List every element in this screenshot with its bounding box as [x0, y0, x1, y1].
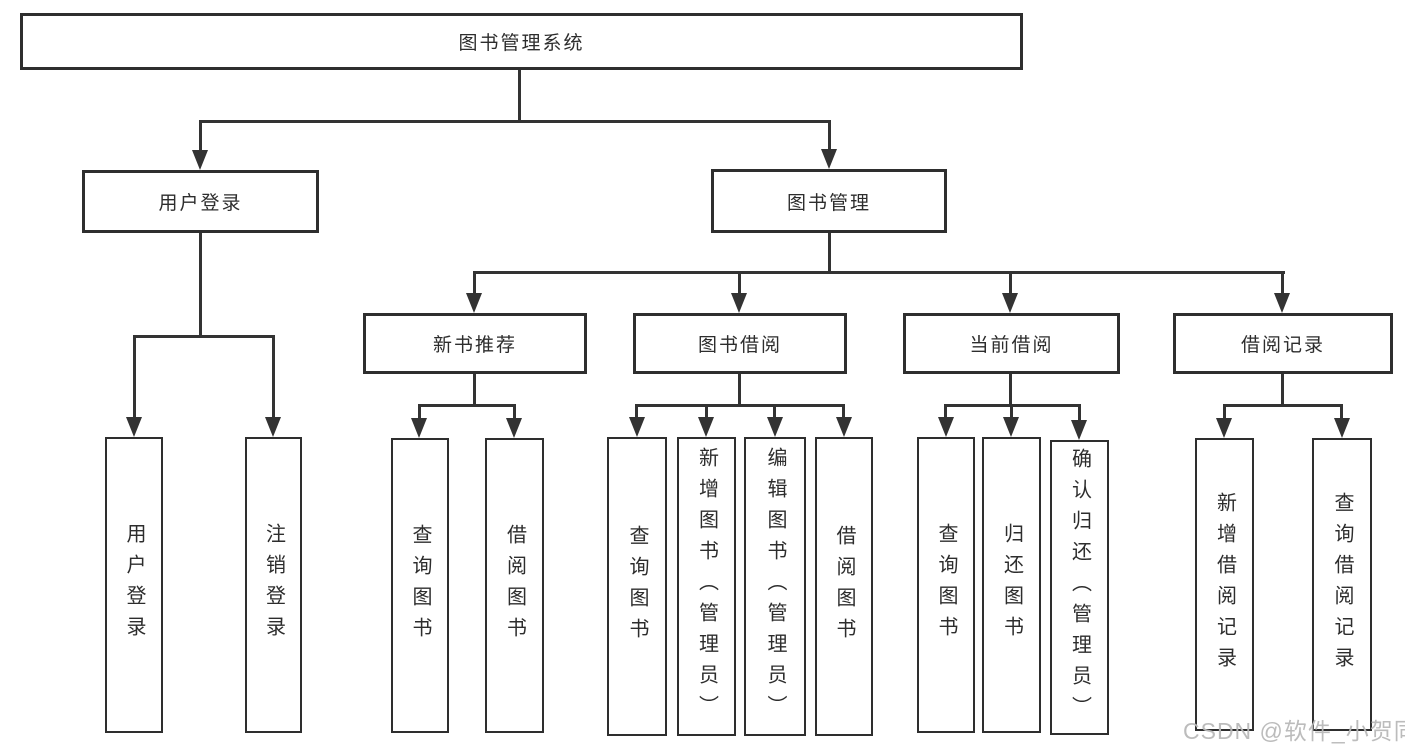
connector-drop-new-book — [473, 271, 476, 295]
node-current-borrow-label: 当前借阅 — [969, 335, 1054, 356]
connector-drop-book-borrow — [738, 271, 741, 295]
arrowhead-borrow1-icon — [506, 418, 522, 438]
leaf-user-login-label: 用户登录 — [123, 523, 145, 647]
leaf-borrow-book-2: 借阅图书 — [815, 437, 873, 736]
connector-drop-borrow-record — [1281, 271, 1284, 295]
connector-drop-leaf-login — [133, 335, 136, 419]
arrowhead-borrow2-icon — [836, 417, 852, 437]
node-new-book: 新书推荐 — [363, 313, 587, 374]
node-root: 图书管理系统 — [20, 13, 1023, 70]
connector-drop-confirm-return — [1078, 404, 1081, 421]
arrowhead-confirm-return-icon — [1071, 420, 1087, 440]
connector-book-borrow-rail — [635, 404, 845, 407]
leaf-query-book-1: 查询图书 — [391, 438, 449, 733]
arrowhead-current-borrow-icon — [1002, 293, 1018, 313]
node-user-login-label: 用户登录 — [158, 193, 243, 214]
node-user-login: 用户登录 — [82, 170, 319, 233]
arrowhead-borrow-record-icon — [1274, 293, 1290, 313]
leaf-borrow-book-1: 借阅图书 — [485, 438, 544, 733]
leaf-edit-book: 编辑图书（管理员） — [744, 437, 806, 736]
connector-borrow-record-rail — [1223, 404, 1343, 407]
leaf-logout: 注销登录 — [245, 437, 302, 733]
connector-drop-query1 — [418, 404, 421, 420]
connector-new-book-stem — [473, 374, 476, 406]
arrowhead-leaf-login-icon — [126, 417, 142, 437]
leaf-add-record-label: 新增借阅记录 — [1213, 491, 1236, 678]
leaf-user-login: 用户登录 — [105, 437, 163, 733]
arrowhead-query2-icon — [629, 417, 645, 437]
node-borrow-record: 借阅记录 — [1173, 313, 1393, 374]
connector-drop-borrow2 — [842, 404, 845, 419]
leaf-add-book-label: 新增图书（管理员） — [695, 447, 718, 726]
node-book-mgmt: 图书管理 — [711, 169, 947, 233]
leaf-query-book-2-label: 查询图书 — [626, 524, 648, 649]
leaf-return-book-label: 归还图书 — [1000, 523, 1023, 647]
leaf-query-book-3-label: 查询图书 — [935, 523, 957, 647]
connector-book-borrow-stem — [738, 374, 741, 406]
leaf-add-book: 新增图书（管理员） — [677, 437, 736, 736]
leaf-add-record: 新增借阅记录 — [1195, 438, 1254, 731]
connector-drop-user-login — [199, 120, 202, 152]
connector-drop-current-borrow — [1009, 271, 1012, 295]
connector-borrow-record-stem — [1281, 374, 1284, 406]
leaf-query-record-label: 查询借阅记录 — [1331, 491, 1353, 678]
arrowhead-query3-icon — [938, 417, 954, 437]
arrowhead-new-book-icon — [466, 293, 482, 313]
connector-level2-rail — [199, 120, 831, 123]
leaf-return-book: 归还图书 — [982, 437, 1041, 733]
leaf-query-book-2: 查询图书 — [607, 437, 667, 736]
connector-new-book-rail — [418, 404, 516, 407]
connector-drop-edit-book — [773, 404, 776, 419]
connector-user-login-stem — [199, 233, 202, 337]
connector-user-login-rail — [133, 335, 275, 338]
connector-drop-add-book — [705, 404, 708, 419]
connector-drop-query2 — [635, 404, 638, 419]
connector-drop-return-book — [1010, 404, 1013, 419]
arrowhead-query-record-icon — [1334, 418, 1350, 438]
arrowhead-return-book-icon — [1003, 417, 1019, 437]
connector-drop-add-record — [1223, 404, 1226, 420]
node-current-borrow: 当前借阅 — [903, 313, 1120, 374]
arrowhead-query1-icon — [411, 418, 427, 438]
connector-root-stem — [518, 70, 521, 122]
leaf-query-book-1-label: 查询图书 — [409, 523, 431, 648]
leaf-borrow-book-2-label: 借阅图书 — [833, 524, 855, 649]
leaf-borrow-book-1-label: 借阅图书 — [503, 523, 526, 648]
leaf-confirm-return: 确认归还（管理员） — [1050, 440, 1109, 735]
arrowhead-edit-book-icon — [767, 417, 783, 437]
arrowhead-user-login-icon — [192, 150, 208, 170]
node-new-book-label: 新书推荐 — [432, 335, 517, 356]
node-book-borrow: 图书借阅 — [633, 313, 847, 374]
connector-drop-book-mgmt — [828, 120, 831, 151]
connector-book-mgmt-stem — [828, 233, 831, 274]
arrowhead-add-record-icon — [1216, 418, 1232, 438]
node-root-label: 图书管理系统 — [458, 33, 585, 54]
leaf-logout-label: 注销登录 — [262, 523, 285, 647]
arrowhead-leaf-logout-icon — [265, 417, 281, 437]
leaf-edit-book-label: 编辑图书（管理员） — [764, 447, 786, 726]
connector-drop-borrow1 — [513, 404, 516, 420]
arrowhead-add-book-icon — [698, 417, 714, 437]
csdn-watermark: CSDN @软件_小贺同学 — [1183, 718, 1405, 744]
node-book-mgmt-label: 图书管理 — [786, 192, 871, 214]
connector-drop-leaf-logout — [272, 335, 275, 419]
leaf-confirm-return-label: 确认归还（管理员） — [1068, 448, 1091, 727]
connector-current-borrow-stem — [1009, 374, 1012, 406]
connector-level3-rail — [473, 271, 1285, 274]
arrowhead-book-mgmt-icon — [821, 149, 837, 169]
connector-drop-query-record — [1340, 404, 1343, 420]
arrowhead-book-borrow-icon — [731, 293, 747, 313]
connector-drop-query3 — [944, 404, 947, 419]
leaf-query-record: 查询借阅记录 — [1312, 438, 1372, 731]
node-book-borrow-label: 图书借阅 — [697, 335, 782, 356]
node-borrow-record-label: 借阅记录 — [1240, 335, 1325, 356]
leaf-query-book-3: 查询图书 — [917, 437, 975, 733]
